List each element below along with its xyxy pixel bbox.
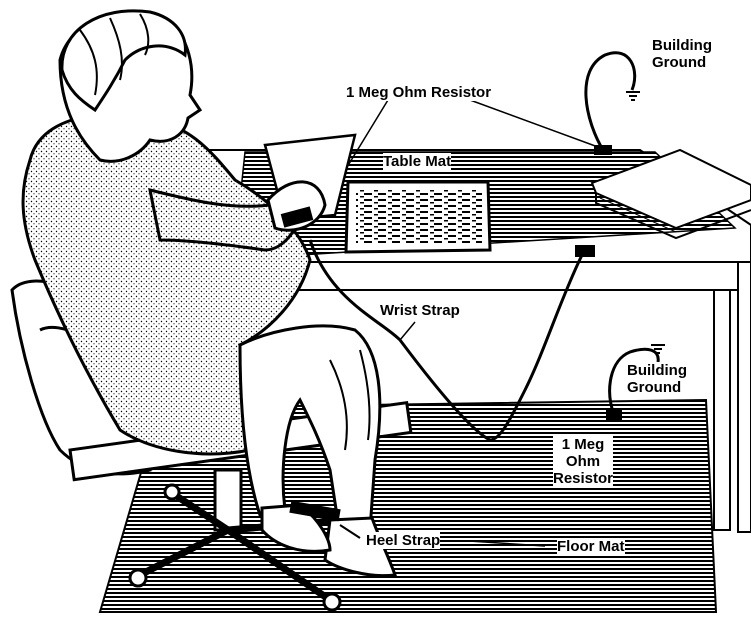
meg-ohm-resistor-top-label: 1 Meg Ohm Resistor <box>346 84 491 101</box>
building-ground-bottom-line2: Ground <box>627 379 687 396</box>
ground-symbol-top <box>626 92 640 100</box>
table-front-edge <box>290 262 751 290</box>
building-ground-bottom-label: Building Ground <box>627 362 687 396</box>
building-ground-top-line2: Ground <box>652 54 712 71</box>
table-mat-label: Table Mat <box>383 153 451 170</box>
table-leg-right <box>714 290 730 530</box>
meg-ohm-resistor-bottom-label: 1 Meg Ohm Resistor <box>553 436 613 487</box>
resistor-bottom <box>606 410 622 420</box>
meg-ohm-resistor-bottom-line1: 1 Meg <box>553 436 613 453</box>
meg-ohm-resistor-bottom-line3: Resistor <box>553 470 613 487</box>
table-ground-wire <box>586 53 635 150</box>
floor-mat-label: Floor Mat <box>557 538 625 555</box>
meg-ohm-resistor-bottom-line2: Ohm <box>553 453 613 470</box>
heel-strap-label: Heel Strap <box>366 532 440 549</box>
building-ground-top-line1: Building <box>652 37 712 54</box>
cord-plug <box>575 245 595 257</box>
wrist-strap-label: Wrist Strap <box>380 302 460 319</box>
building-ground-top-label: Building Ground <box>652 37 712 71</box>
table-leg-back <box>738 262 751 532</box>
building-ground-bottom-line1: Building <box>627 362 687 379</box>
